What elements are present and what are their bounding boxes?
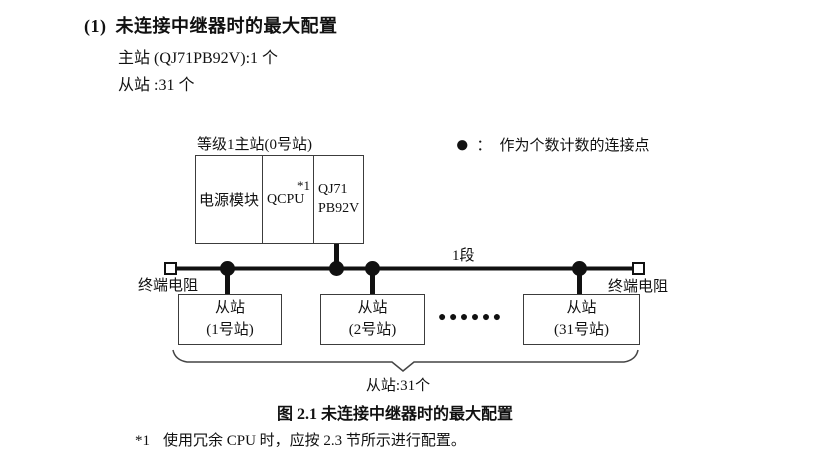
slave-name: 从站 (214, 299, 245, 316)
footnote: *1 使用冗余 CPU 时，应按 2.3 节所示进行配置。 (135, 429, 466, 450)
master-station-label: 等级1主站(0号站) (197, 137, 312, 153)
slave-name: 从站 (357, 299, 388, 316)
footnote-text: 使用冗余 CPU 时，应按 2.3 节所示进行配置。 (163, 433, 466, 449)
section-number: (1) (84, 16, 107, 36)
figure-caption: 图 2.1 未连接中继器时的最大配置 (276, 406, 513, 423)
connection-point-dot (220, 261, 235, 276)
pb92v-cell: QJ71 PB92V (314, 156, 363, 243)
section-heading: (1) 未连接中继器时的最大配置 (84, 12, 338, 38)
terminator-left-label: 终端电阻 (138, 278, 199, 294)
slave-station-2-box: 从站 (2号站) (320, 294, 425, 345)
slave-group-brace (172, 349, 639, 372)
slave-station-number: (2号站) (348, 321, 397, 338)
footnote-ref: *1 (297, 178, 310, 193)
power-module-cell: 电源模块 (196, 156, 263, 243)
slave-station-31-box: 从站 (31号站) (523, 294, 640, 345)
qcpu-label: QCPU (267, 192, 305, 207)
legend-colon: ： (476, 138, 492, 154)
terminating-resistor-left (164, 262, 177, 275)
section-title: 未连接中继器时的最大配置 (115, 16, 338, 36)
terminating-resistor-right (632, 262, 645, 275)
qcpu-cell: *1 QCPU (263, 156, 314, 243)
pb92v-line1: QJ71 (318, 181, 348, 197)
master-station-box: 电源模块 *1 QCPU QJ71 PB92V (195, 155, 364, 244)
slave-station-1-box: 从站 (1号站) (178, 294, 282, 345)
segment-label: 1段 (452, 248, 475, 264)
connection-point-dot (365, 261, 380, 276)
slave-name: 从站 (566, 299, 597, 316)
slave-count-line: 从站 :31 个 (118, 77, 195, 94)
connection-point-dot (329, 261, 344, 276)
connection-point-icon: ● (455, 131, 470, 158)
slave-total-label: 从站:31个 (365, 378, 431, 394)
terminator-right-label: 终端电阻 (608, 279, 669, 295)
legend: ● ： 作为个数计数的连接点 (455, 131, 650, 158)
slave-station-number: (1号站) (206, 321, 254, 338)
legend-text: 作为个数计数的连接点 (499, 138, 650, 154)
slave-station-number: (31号站) (554, 321, 609, 338)
pb92v-line2: PB92V (318, 200, 360, 216)
master-count-line: 主站 (QJ71PB92V):1 个 (118, 50, 279, 67)
footnote-marker: *1 (135, 433, 150, 449)
connection-point-dot (572, 261, 587, 276)
ellipsis-dots: ●●●●●● (438, 310, 504, 325)
